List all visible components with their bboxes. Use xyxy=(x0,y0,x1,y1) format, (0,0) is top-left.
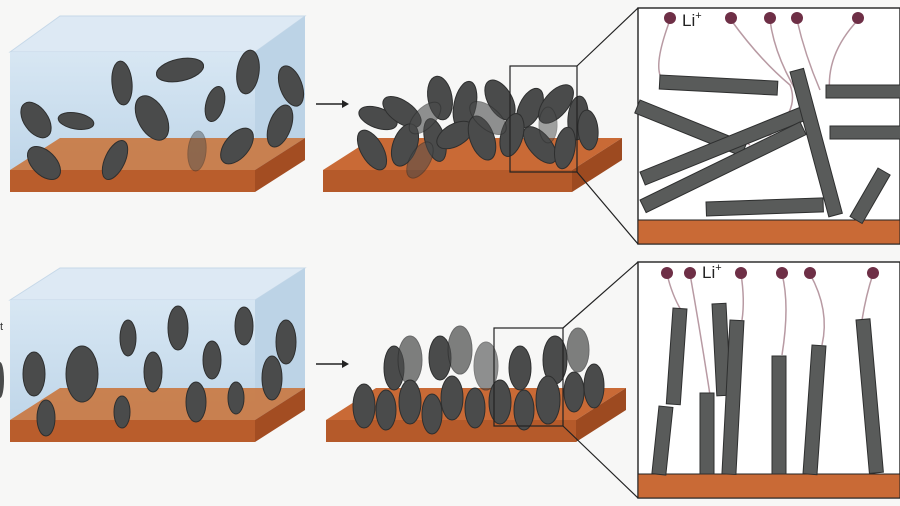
bottom-zoom-box xyxy=(493,327,564,427)
bottom-flake-bars xyxy=(651,302,884,476)
top-li-ions xyxy=(664,12,864,24)
top-flake-bars xyxy=(634,67,900,225)
bottom-zoom-panel: Li+ xyxy=(637,261,900,499)
top-li-label: Li+ xyxy=(682,10,702,30)
partial-edge-text: t xyxy=(0,321,3,333)
bottom-li-label: Li+ xyxy=(702,262,722,282)
bottom-aligned-flakes xyxy=(22,305,297,437)
bottom-row: t xyxy=(0,261,900,499)
partial-edge-flake xyxy=(0,362,4,398)
top-dispersed-flakes xyxy=(20,49,305,180)
top-zoom-panel: Li+ xyxy=(634,7,900,245)
bottom-process-arrow xyxy=(316,360,349,368)
top-restacked-electrode xyxy=(323,65,622,192)
top-row: Li+ xyxy=(8,7,900,245)
bottom-aligned-electrode xyxy=(326,325,626,442)
top-process-arrow xyxy=(316,100,349,108)
top-zoom-box xyxy=(509,65,578,173)
bottom-li-ions xyxy=(661,267,879,279)
